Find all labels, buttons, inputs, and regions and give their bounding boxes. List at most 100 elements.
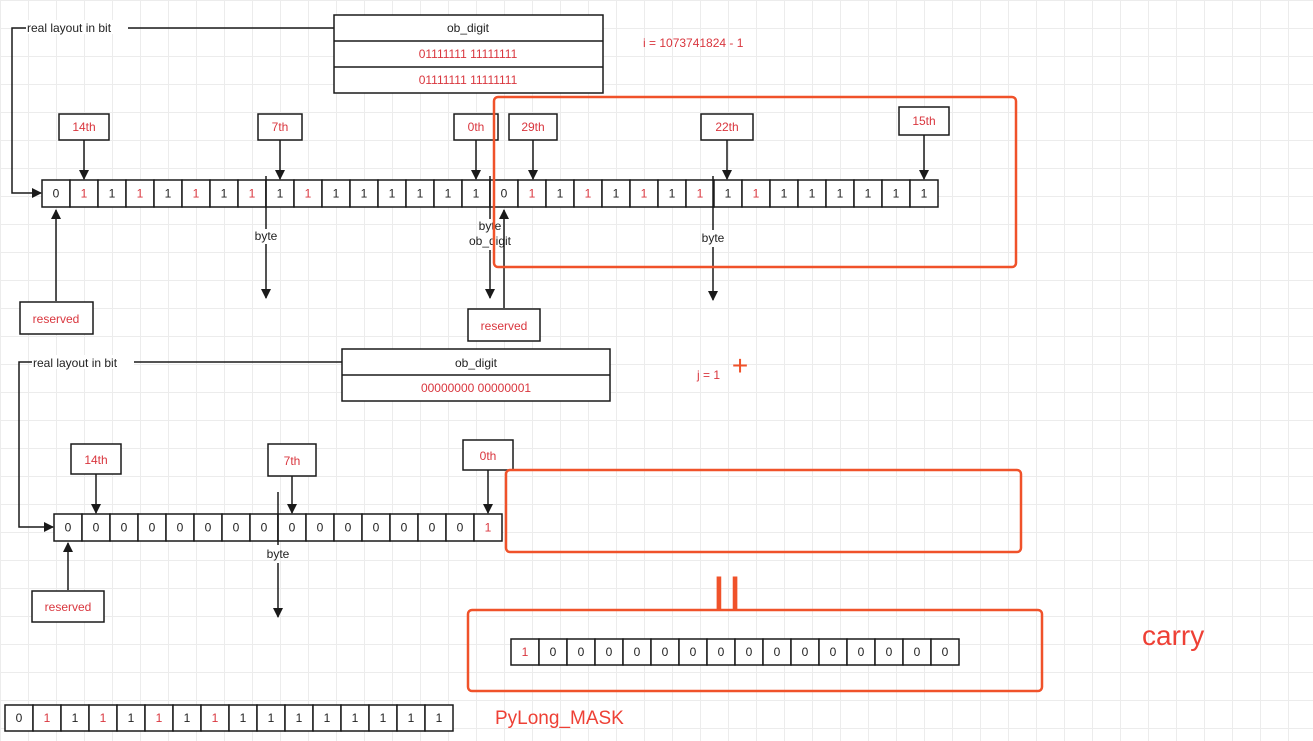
result-cell-0 — [510, 638, 540, 666]
svg-text:0th: 0th — [480, 449, 497, 463]
top-ob-digit-boundary-label: ob_digit — [469, 234, 512, 248]
svg-text:14th: 14th — [84, 453, 107, 467]
top-a-bit-14: 1 — [445, 187, 452, 201]
result-bit-8: 0 — [746, 645, 753, 659]
mask-bit-1: 1 — [44, 711, 51, 725]
result-bit-1: 0 — [550, 645, 557, 659]
top-b-bit-9: 1 — [753, 187, 760, 201]
marker-14th-top: 14th — [58, 113, 110, 180]
bottom-bit-10: 0 — [345, 521, 352, 535]
svg-text:15th: 15th — [912, 114, 935, 128]
bottom-cell-6 — [221, 513, 251, 542]
result-highlight-box — [466, 608, 1044, 693]
mask-bit-9: 1 — [268, 711, 275, 725]
top-highlight-box — [492, 95, 1018, 269]
result-cell-15 — [930, 638, 960, 666]
equals-sign: || — [714, 570, 746, 612]
top-byte-label-3: byte — [702, 231, 725, 245]
top-a-cell-1 — [69, 179, 99, 208]
mask-cell-1 — [32, 704, 62, 732]
top-a-cell-7 — [237, 179, 267, 208]
result-cell-3 — [594, 638, 624, 666]
mask-bit-10: 1 — [296, 711, 303, 725]
mask-bit-2: 1 — [72, 711, 79, 725]
mask-bit-8: 1 — [240, 711, 247, 725]
top-ob-digit-row-1: 01111111 11111111 — [419, 47, 518, 61]
result-bit-9: 0 — [774, 645, 781, 659]
mask-cell-6 — [172, 704, 202, 732]
bottom-bit-6: 0 — [233, 521, 240, 535]
bottom-cell-12 — [389, 513, 419, 542]
top-ob-digit-header: ob_digit — [447, 21, 490, 35]
bottom-cell-11 — [361, 513, 391, 542]
top-a-bit-9: 1 — [305, 187, 312, 201]
top-b-cell-4 — [601, 179, 631, 208]
top-b-bit-4: 1 — [613, 187, 620, 201]
bottom-bit-13: 0 — [429, 521, 436, 535]
bottom-cell-14 — [445, 513, 475, 542]
top-b-bit-3: 1 — [585, 187, 592, 201]
mask-bit-4: 1 — [128, 711, 135, 725]
top-b-cell-15 — [909, 179, 939, 208]
top-a-cell-6 — [209, 179, 239, 208]
bottom-cell-2 — [109, 513, 139, 542]
result-bit-0: 1 — [522, 645, 529, 659]
result-bit-6: 0 — [690, 645, 697, 659]
top-ob-digit-table: ob_digit 01111111 11111111 01111111 1111… — [333, 14, 604, 94]
bottom-bit-3: 0 — [149, 521, 156, 535]
bottom-bit-12: 0 — [401, 521, 408, 535]
result-bit-13: 0 — [886, 645, 893, 659]
svg-text:7th: 7th — [272, 120, 289, 134]
result-bit-3: 0 — [606, 645, 613, 659]
svg-text:0th: 0th — [468, 120, 485, 134]
mask-cell-7 — [200, 704, 230, 732]
mask-bit-13: 1 — [380, 711, 387, 725]
bottom-cell-9 — [305, 513, 335, 542]
result-cell-10 — [790, 638, 820, 666]
top-a-bit-10: 1 — [333, 187, 340, 201]
marker-7th-bottom: 7th — [267, 443, 317, 514]
top-a-bit-6: 1 — [221, 187, 228, 201]
pylong-mask-label: PyLong_MASK — [495, 708, 624, 729]
mask-bit-7: 1 — [212, 711, 219, 725]
marker-0th-bottom: 0th — [462, 439, 514, 514]
svg-text:7th: 7th — [284, 454, 301, 468]
top-b-bit-2: 1 — [557, 187, 564, 201]
result-bit-4: 0 — [634, 645, 641, 659]
mask-bit-12: 1 — [352, 711, 359, 725]
top-reserved-box-1: reserved — [19, 301, 94, 335]
mask-cell-13 — [368, 704, 398, 732]
top-value-label: i = 1073741824 - 1 — [643, 36, 744, 50]
bottom-bit-5: 0 — [205, 521, 212, 535]
top-a-bit-13: 1 — [417, 187, 424, 201]
top-b-bit-10: 1 — [781, 187, 788, 201]
result-cell-8 — [734, 638, 764, 666]
result-bit-2: 0 — [578, 645, 585, 659]
bottom-byte-label: byte — [267, 547, 290, 561]
top-a-bit-0: 0 — [53, 187, 60, 201]
bottom-reserved-box: reserved — [31, 590, 105, 623]
marker-29th: 29th — [508, 113, 558, 180]
top-a-bit-8: 1 — [277, 187, 284, 201]
result-cell-14 — [902, 638, 932, 666]
top-b-cell-7 — [685, 179, 715, 208]
result-cell-13 — [874, 638, 904, 666]
top-b-cell-12 — [825, 179, 855, 208]
top-b-bit-5: 1 — [641, 187, 648, 201]
top-b-bit-1: 1 — [529, 187, 536, 201]
svg-text:reserved: reserved — [481, 319, 528, 333]
bottom-real-layout-label: real layout in bit — [33, 356, 118, 370]
bottom-cell-5 — [193, 513, 223, 542]
result-cell-6 — [678, 638, 708, 666]
bottom-cell-4 — [165, 513, 195, 542]
bottom-cell-3 — [137, 513, 167, 542]
svg-text:14th: 14th — [72, 120, 95, 134]
result-bit-5: 0 — [662, 645, 669, 659]
mask-bit-15: 1 — [436, 711, 443, 725]
bottom-bit-11: 0 — [373, 521, 380, 535]
bottom-bit-9: 0 — [317, 521, 324, 535]
top-a-cell-8 — [265, 179, 295, 208]
top-reserved-box-2: reserved — [467, 308, 541, 342]
